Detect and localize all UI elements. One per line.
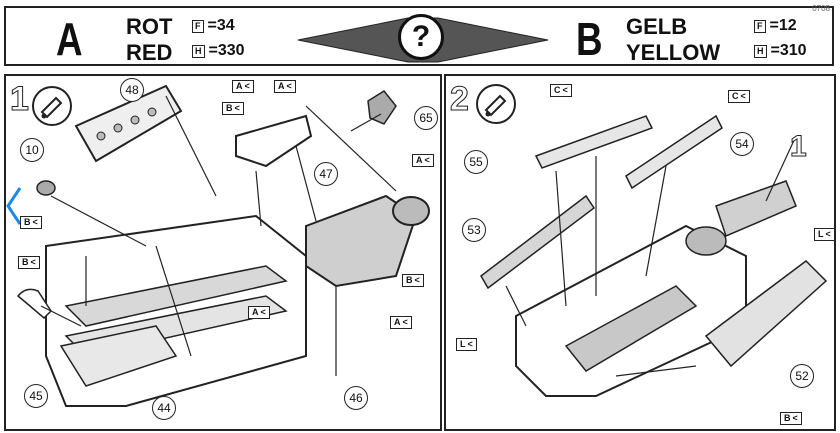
assembly-number: 1	[790, 130, 808, 164]
part-number: 52	[790, 364, 814, 388]
color-name-de-a: ROT	[126, 14, 173, 39]
part-number: 47	[314, 162, 338, 186]
glue-tube-icon	[476, 84, 516, 124]
step-number: 2	[450, 80, 470, 119]
color-name-en-b: YELLOW	[626, 40, 721, 65]
part-number: 10	[20, 138, 44, 162]
color-tag: C	[550, 84, 572, 97]
color-tag: L	[456, 338, 477, 351]
color-tag: A	[274, 80, 296, 93]
step-2-panel: 2 55 54 53 52 C C L L B 1	[444, 74, 836, 431]
color-tag: A	[390, 316, 412, 329]
step-1-panel: 1	[4, 74, 442, 431]
paint-flag-icon: F	[192, 19, 204, 33]
part-number: 46	[344, 386, 368, 410]
color-tag: B	[402, 274, 424, 287]
paint-flag-icon: H	[192, 44, 205, 58]
step-1-drawing	[6, 84, 430, 407]
paint-flag-icon: F	[754, 19, 766, 33]
paint-code-value: =310	[770, 42, 807, 59]
color-tag: C	[728, 90, 750, 103]
paint-code-value: =12	[769, 17, 797, 34]
color-tag: A	[248, 306, 270, 319]
color-tag: L	[814, 228, 835, 241]
question-mark-icon: ?	[398, 14, 444, 60]
part-number: 48	[120, 78, 144, 102]
color-letter-a: A	[56, 13, 83, 65]
part-number: 44	[152, 396, 176, 420]
color-name-de-b: GELB	[626, 14, 688, 39]
color-name-en-a: RED	[126, 40, 173, 65]
color-legend-header: 0708 A ROT RED F =34 H =330 ? B GELB YEL…	[4, 4, 834, 66]
glue-tube-icon	[32, 86, 72, 126]
part-number: 55	[464, 150, 488, 174]
color-tag: B	[20, 216, 42, 229]
part-number: 65	[414, 106, 438, 130]
step-number: 1	[10, 80, 30, 119]
paint-code-value: =330	[208, 42, 245, 59]
step-2-drawing	[480, 114, 828, 397]
color-tag: A	[412, 154, 434, 167]
color-tag: B	[222, 102, 244, 115]
page-code: 0708	[812, 4, 830, 13]
part-number: 53	[462, 218, 486, 242]
color-tag: A	[232, 80, 254, 93]
color-tag: B	[18, 256, 40, 269]
paint-code-h-b: H =310	[754, 42, 807, 60]
paint-code-value: =34	[207, 17, 235, 34]
paint-code-h-a: H =330	[192, 42, 245, 60]
paint-code-f-a: F =34	[192, 17, 235, 35]
color-letter-b: B	[576, 13, 603, 65]
paint-flag-icon: H	[754, 44, 767, 58]
part-number: 54	[730, 132, 754, 156]
paint-code-f-b: F =12	[754, 17, 797, 35]
color-tag: B	[780, 412, 802, 425]
part-number: 45	[24, 384, 48, 408]
